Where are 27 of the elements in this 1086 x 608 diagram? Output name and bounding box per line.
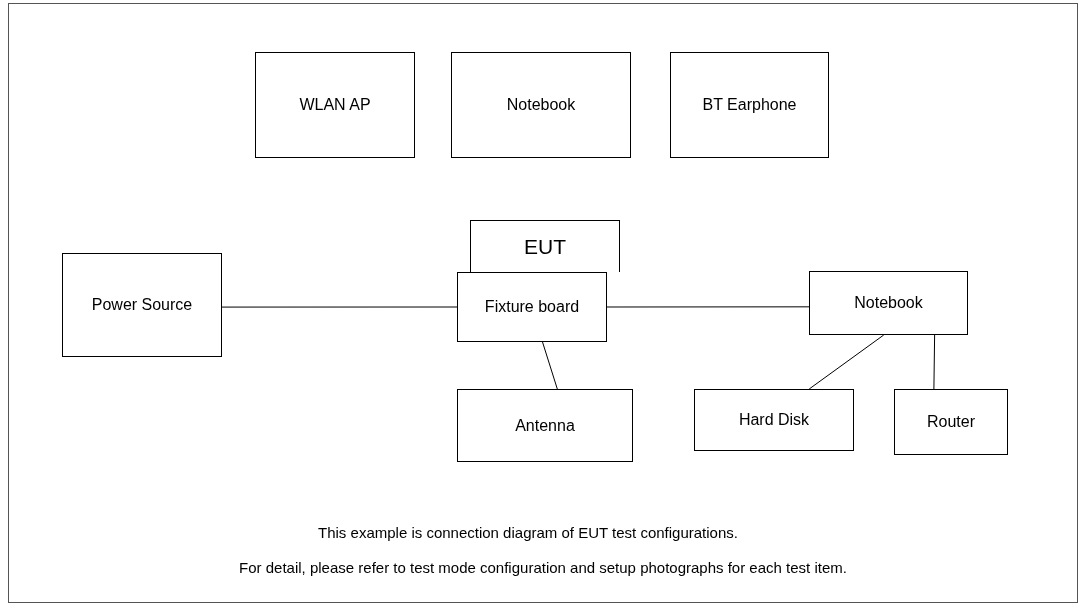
connection-line	[542, 341, 558, 390]
box-label: WLAN AP	[298, 95, 372, 115]
box-label: Fixture board	[483, 297, 581, 317]
box-label: BT Earphone	[701, 95, 798, 115]
note-text: This example is connection diagram of EUT test configurations.	[318, 523, 738, 543]
box-label: Antenna	[514, 415, 576, 436]
device-box	[62, 253, 222, 357]
device-box	[255, 52, 415, 158]
note-text: For detail, please refer to test mode configuration and setup photographs for each test item.	[239, 557, 847, 578]
device-box	[694, 389, 854, 451]
device-box	[670, 52, 829, 158]
connection-line	[221, 306, 458, 308]
box-label: Notebook	[505, 95, 577, 115]
device-box	[451, 52, 631, 158]
box-label: Router	[926, 412, 976, 432]
connection-line	[606, 306, 810, 308]
box-label: EUT	[523, 233, 567, 260]
device-box	[457, 272, 607, 342]
box-label: Power Source	[90, 295, 194, 315]
connection-line	[808, 334, 885, 390]
device-box	[457, 389, 633, 462]
device-box	[470, 220, 620, 272]
box-label: Hard Disk	[737, 410, 811, 430]
device-box	[894, 389, 1008, 455]
device-box	[809, 271, 968, 335]
box-label: Notebook	[853, 293, 924, 313]
connection-line	[933, 334, 936, 390]
